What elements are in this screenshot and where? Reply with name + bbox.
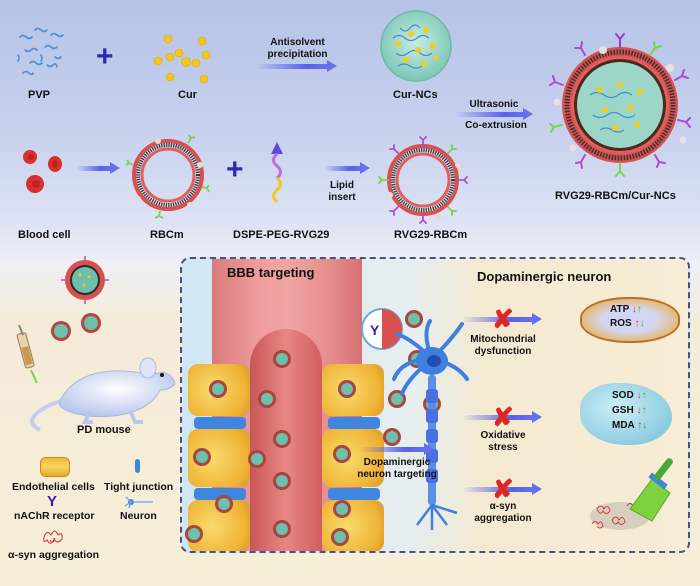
ros-marker: ROS ↑↓	[610, 317, 644, 330]
dopaminergic-neuron-icon	[392, 319, 469, 530]
lipid-insert-label: Lipid insert	[322, 180, 362, 204]
alpha-syn-aggregation-icon	[43, 530, 63, 544]
rvg29-rbcm-label: RVG29-RBCm	[394, 229, 468, 241]
mda-treated-down-icon: ↓	[642, 420, 648, 431]
tight-junction	[328, 488, 380, 500]
alpha-syn-label-line1: α-syn	[489, 501, 517, 512]
small-nanoparticle-icon	[51, 321, 71, 341]
oxidative-cell-icon	[580, 383, 672, 445]
injected-nanoparticles-icon	[61, 256, 109, 304]
plus-sign: +	[96, 40, 114, 73]
mitochondrion-icon	[580, 297, 680, 343]
atp-treated-up-icon: ↑	[636, 304, 642, 315]
mouse-icon	[30, 357, 176, 432]
legend-label-endothelial-cells: Endothelial cells	[12, 481, 95, 493]
endothelial-cell-icon	[40, 457, 70, 477]
rvg29-rbcm-vesicle-icon	[378, 136, 468, 224]
ultrasonic-arrow	[455, 108, 533, 120]
neuron-targeting-arrow	[360, 443, 434, 455]
tight-junction	[328, 417, 380, 429]
blood-cell-to-rbcm-arrow	[76, 162, 120, 174]
broom-sweeping-aggregates-icon	[590, 458, 673, 530]
gsh-label: GSH	[612, 405, 634, 416]
sod-label: SOD	[612, 390, 634, 401]
tight-junction	[194, 488, 246, 500]
ros-label: ROS	[610, 318, 632, 329]
gsh-marker: GSH ↓↑	[612, 404, 646, 417]
aggregation-inhibition-arrow	[462, 483, 542, 495]
alpha-syn-aggregation-label: α-syn aggregation	[462, 501, 544, 525]
inhibit-x-icon: ✘	[492, 304, 514, 334]
lipid-insert-label-line2: insert	[328, 192, 356, 203]
atp-marker: ATP ↓↑	[610, 303, 642, 316]
lipid-insert-arrow	[324, 162, 370, 174]
atp-label: ATP	[610, 304, 630, 315]
rbcm-label: RBCm	[150, 229, 184, 241]
pvp-polymer-icon	[17, 27, 64, 76]
cur-ncs-label: Cur-NCs	[393, 89, 438, 101]
inhibit-x-icon: ✘	[492, 402, 514, 432]
rbcm-vesicle-icon	[125, 134, 210, 219]
dspe-peg-rvg29-icon	[271, 142, 283, 204]
blood-cell-label: Blood cell	[18, 229, 71, 241]
mitochondrial-dysfunction-label: Mitochondrial dysfunction	[462, 334, 544, 358]
svg-text:Y: Y	[370, 322, 380, 338]
cur-label: Cur	[178, 89, 197, 101]
neuron-icon	[124, 496, 153, 509]
inhibit-x-icon: ✘	[492, 474, 514, 504]
co-extrusion-label: Co-extrusion	[465, 120, 527, 131]
antisolvent-label-line1: Antisolvent	[270, 37, 325, 48]
pd-mouse-label: PD mouse	[77, 424, 131, 436]
neuron-targeting-label: Dopaminergic neuron targeting	[354, 457, 440, 481]
pvp-label: PVP	[28, 89, 51, 101]
mda-disease-up-icon: ↑	[637, 420, 643, 431]
small-nanoparticle-icon	[81, 313, 101, 333]
legend-label-nachr-receptor: nAChR receptor	[14, 510, 95, 522]
bbb-targeting-title: BBB targeting	[227, 265, 315, 280]
legend-label-neuron: Neuron	[120, 510, 157, 522]
mitochondrial-label-line1: Mitochondrial	[470, 334, 536, 345]
antisolvent-label: Antisolvent precipitation	[255, 37, 340, 61]
legend-label-alpha-syn-aggregation: α-syn aggregation	[8, 549, 100, 561]
legend-label-tight-junction: Tight junction	[104, 481, 174, 493]
oxidative-label-line2: stress	[488, 442, 518, 453]
neuron-targeting-label-line2: neuron targeting	[357, 469, 437, 480]
endothelial-cell	[322, 429, 384, 487]
mda-marker: MDA ↑↓	[612, 419, 647, 432]
gsh-treated-up-icon: ↑	[641, 405, 647, 416]
antisolvent-label-line2: precipitation	[267, 49, 328, 60]
alpha-syn-label-line2: aggregation	[474, 513, 532, 524]
blood-cells-icon	[23, 150, 62, 193]
sod-disease-down-icon: ↓	[636, 390, 642, 401]
tight-junction-icon	[135, 459, 140, 473]
oxidative-stress-label: Oxidative stress	[462, 430, 544, 454]
endothelial-cell	[322, 500, 384, 551]
dopaminergic-neuron-title: Dopaminergic neuron	[477, 269, 612, 284]
rvg29-rbcm-cur-ncs-icon	[549, 33, 691, 177]
atp-disease-down-icon: ↓	[631, 304, 637, 315]
final-product-label: RVG29-RBCm/Cur-NCs	[555, 190, 676, 202]
sod-treated-up-icon: ↑	[641, 390, 647, 401]
dspe-peg-rvg29-label: DSPE-PEG-RVG29	[233, 229, 330, 241]
tight-junction	[194, 417, 246, 429]
lipid-insert-label-line1: Lipid	[330, 180, 354, 191]
cur-ncs-nanocrystal-icon	[380, 10, 452, 82]
mda-label: MDA	[612, 420, 635, 431]
ros-disease-up-icon: ↑	[634, 318, 640, 329]
syringe-icon	[16, 324, 38, 384]
nachr-receptor-icon: Y	[47, 493, 58, 510]
mechanism-panel: Y BBB targeting Dopaminergic neuron Dopa…	[180, 257, 690, 553]
plus-sign-2: +	[226, 153, 244, 186]
mitochondrial-label-line2: dysfunction	[474, 346, 532, 357]
gsh-disease-down-icon: ↓	[636, 405, 642, 416]
mitochondrial-inhibition-arrow	[462, 313, 542, 325]
ultrasonic-label-top: Ultrasonic	[469, 99, 519, 110]
ros-treated-down-icon: ↓	[639, 318, 645, 329]
oxidative-inhibition-arrow	[462, 411, 542, 423]
antisolvent-arrow	[255, 60, 337, 72]
sod-marker: SOD ↓↑	[612, 389, 646, 402]
oxidative-label-line1: Oxidative	[480, 430, 526, 441]
neuron-targeting-label-line1: Dopaminergic	[363, 457, 431, 468]
curcumin-particles-icon	[153, 34, 211, 84]
